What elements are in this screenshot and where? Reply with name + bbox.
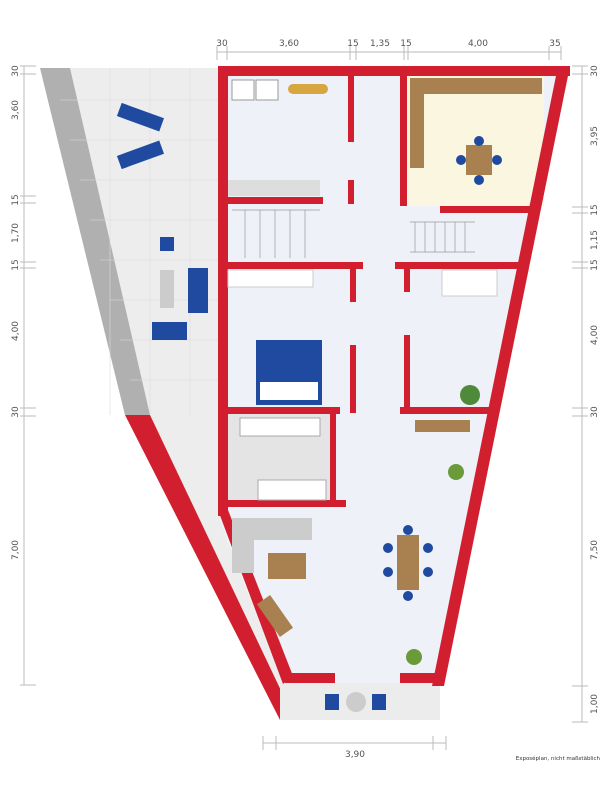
chair — [372, 694, 386, 710]
dim-label: 3,95 — [590, 126, 600, 146]
desk — [441, 269, 498, 297]
dim-label: 4,00 — [468, 39, 488, 49]
dim-label: 1,15 — [590, 230, 600, 250]
dim-label: 1,70 — [11, 223, 21, 243]
wall-top — [218, 66, 570, 76]
chair — [474, 175, 484, 185]
dim-label: 15 — [11, 259, 21, 270]
wardrobe — [228, 180, 320, 196]
dim-label: 15 — [590, 204, 600, 215]
dim-label: 1,35 — [370, 39, 390, 49]
dim-label: 35 — [549, 39, 560, 49]
dimension-labels-left: 30 3,60 15 1,70 15 4,00 30 7,00 — [11, 65, 21, 560]
dim-label: 30 — [590, 65, 600, 77]
dim-label: 7,00 — [11, 540, 21, 560]
dim-label: 30 — [11, 65, 21, 77]
interior-walls — [228, 76, 530, 507]
wall-left — [218, 66, 228, 516]
dim-label: 30 — [590, 406, 600, 418]
dimension-labels-top: 30 3,60 15 1,35 15 4,00 35 — [216, 39, 560, 49]
armchair — [160, 237, 174, 251]
plan-disclaimer: Exposéplan, nicht maßstäblich — [515, 756, 600, 762]
tv-board — [256, 595, 294, 637]
staircase — [232, 209, 475, 258]
pillows — [260, 382, 318, 400]
washer — [231, 79, 255, 101]
dim-label: 15 — [590, 259, 600, 270]
dim-label: 4,00 — [590, 325, 600, 345]
sofa — [152, 322, 187, 340]
chair — [492, 155, 502, 165]
plant — [406, 649, 422, 665]
dim-label: 15 — [400, 39, 411, 49]
chair — [474, 136, 484, 146]
kitchen-counter — [410, 78, 424, 168]
dim-label: 3,60 — [279, 39, 299, 49]
sun-lounger — [116, 140, 165, 170]
dining-table — [397, 535, 419, 590]
wardrobe — [227, 269, 314, 288]
vanity — [239, 417, 321, 437]
wall-right — [432, 66, 570, 686]
kitchen-counter — [410, 78, 542, 94]
terrace-edge — [40, 68, 150, 415]
sofa — [232, 518, 254, 573]
bathtub — [257, 479, 327, 501]
terrace-wall — [125, 415, 295, 720]
dimension-lines — [20, 46, 588, 750]
dining-table — [466, 145, 492, 175]
plant — [448, 464, 464, 480]
dimension-labels-right: 30 3,95 15 1,15 15 4,00 30 7,50 1,00 — [590, 65, 600, 714]
furniture — [116, 78, 542, 712]
dim-label: 3,60 — [11, 100, 21, 120]
dryer — [255, 79, 279, 101]
dim-label: 15 — [347, 39, 358, 49]
wall-bottom — [285, 673, 335, 683]
chair — [456, 155, 466, 165]
dim-label: 1,00 — [590, 694, 600, 714]
coffee-table — [268, 553, 306, 579]
sun-lounger — [116, 102, 165, 132]
dim-label: 30 — [216, 39, 228, 49]
chair — [325, 694, 339, 710]
ironing-board — [288, 84, 328, 94]
wall-bottom-right — [400, 673, 440, 683]
dim-label: 7,50 — [590, 540, 600, 560]
table — [160, 270, 174, 308]
bistro-table — [346, 692, 366, 712]
plant — [460, 385, 480, 405]
dim-label: 4,00 — [11, 321, 21, 341]
dim-label: 30 — [11, 406, 21, 418]
dim-label: 15 — [11, 194, 21, 205]
sofa — [188, 268, 208, 313]
sideboard — [415, 420, 470, 432]
dim-label-bottom: 3,90 — [345, 750, 365, 760]
